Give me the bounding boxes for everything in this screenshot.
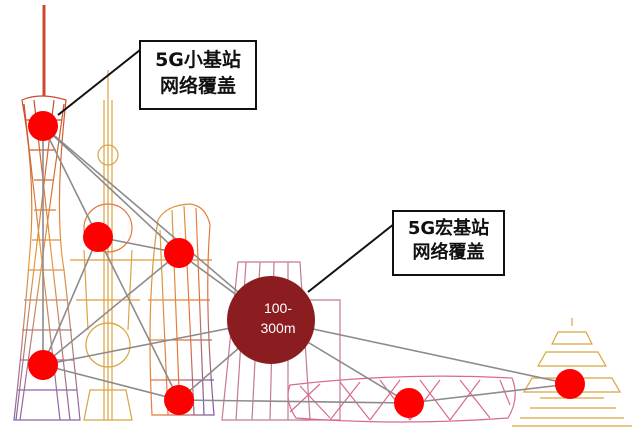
small-callout-pointer [58,50,140,115]
small-cell-callout-line2: 网络覆盖 [141,74,255,100]
macro-range-line1: 100- [233,298,323,318]
macro-callout-pointer [308,224,394,292]
macro-cell-callout-line1: 5G宏基站 [394,217,503,241]
small-station [164,238,194,268]
macro-range-line2: 300m [233,318,323,338]
curved-tower-icon [148,204,214,415]
small-station [394,388,424,418]
macro-cell-callout-line2: 网络覆盖 [394,241,503,265]
small-station [28,350,58,380]
small-station [164,385,194,415]
macro-cell-callout: 5G宏基站 网络覆盖 [392,210,505,276]
small-cell-callout: 5G小基站 网络覆盖 [139,40,257,110]
small-station [83,222,113,252]
macro-station-range-label: 100- 300m [233,298,323,338]
small-station [28,111,58,141]
small-cell-callout-line1: 5G小基站 [141,48,255,74]
small-station [555,369,585,399]
